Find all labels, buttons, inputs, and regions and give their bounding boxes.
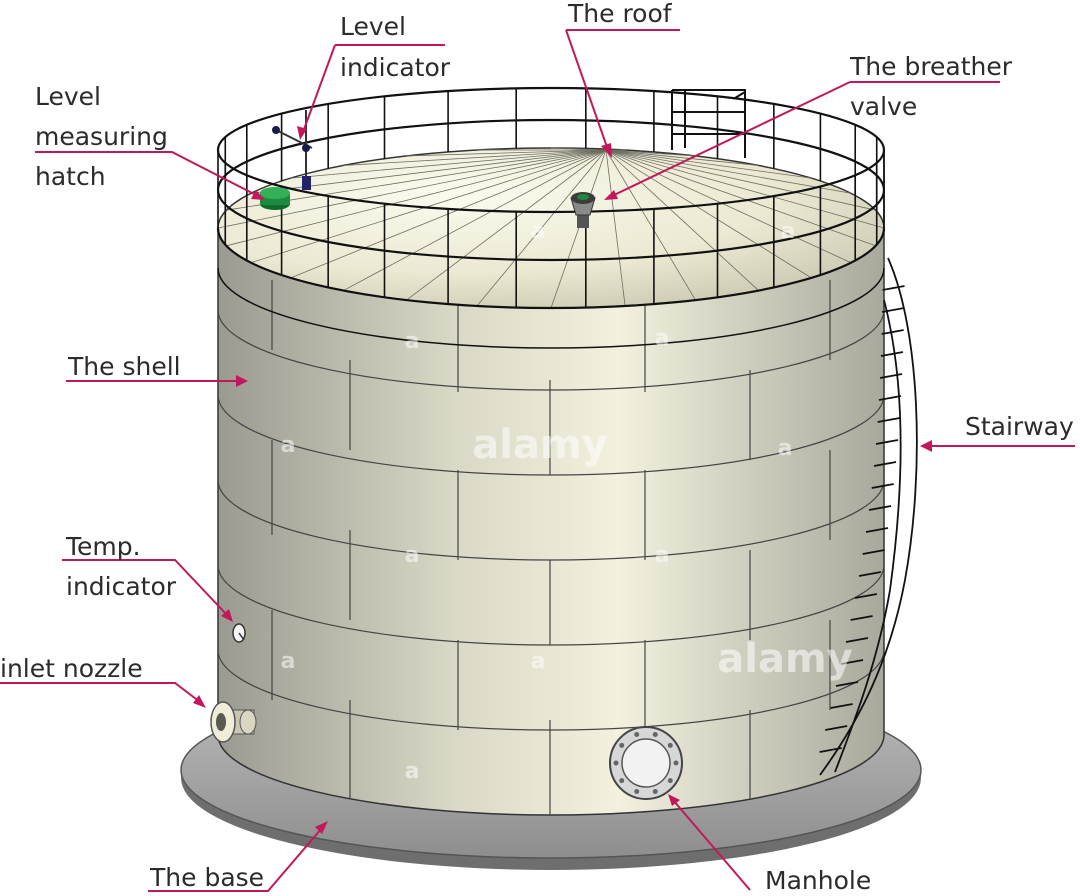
stair-rung	[871, 483, 894, 489]
roof-rafter-line	[250, 149, 607, 264]
label-inlet-nozzle: inlet nozzle	[0, 654, 143, 683]
watermark-brand: alamy	[717, 636, 852, 682]
stair-rung	[830, 703, 853, 709]
label-stairway: Stairway	[965, 412, 1074, 441]
roof-rafter-line	[605, 149, 759, 291]
roof-rafter-line	[605, 149, 876, 211]
stair-rung	[865, 527, 889, 533]
roof-rafter-line	[605, 149, 759, 166]
stair-rung	[878, 395, 902, 401]
roof-rafter-line	[605, 149, 852, 194]
stair-rung	[881, 307, 905, 313]
roof-railing	[216, 86, 886, 349]
inlet-nozzle	[210, 701, 257, 743]
stair-rung	[877, 417, 900, 423]
stair-rung	[850, 615, 873, 621]
roof-rafter-line	[290, 149, 607, 179]
shell-plate-seams	[218, 280, 884, 815]
roof-rafter-line	[476, 149, 607, 307]
stair-rung	[881, 329, 904, 335]
manhole-bolt	[619, 742, 625, 748]
manhole-bolt	[667, 778, 673, 784]
label-hatch-line2: measuring	[35, 122, 168, 151]
roof-rafter-line	[406, 149, 607, 301]
watermark-mark: a	[655, 543, 670, 568]
stair-rung	[825, 725, 848, 731]
stair-rung	[835, 681, 859, 687]
manhole-bolt	[667, 742, 673, 748]
stair-landing	[671, 89, 746, 158]
roof-rafter-line	[550, 147, 607, 151]
label-hatch-line3: hatch	[35, 162, 106, 191]
label-the-shell: The shell	[67, 352, 181, 381]
watermark-mark: a	[778, 436, 793, 461]
roof-rafter-line	[605, 149, 812, 279]
temp-indicator	[232, 623, 246, 643]
roof-rafter-line	[226, 149, 607, 247]
label-the-base: The base	[149, 863, 264, 892]
stair-rung	[819, 747, 842, 753]
manhole-bolt	[634, 789, 640, 795]
leader-lines	[0, 29, 1075, 892]
watermark-mark: a	[281, 649, 296, 674]
roof-rafter-line	[605, 149, 876, 247]
manhole-bolt	[652, 731, 658, 737]
roof-rafter-line	[605, 149, 696, 301]
watermark-mark: a	[281, 433, 296, 458]
roof-rafter-line	[343, 149, 607, 291]
stair-rung	[879, 373, 903, 379]
tank-shell	[217, 227, 885, 816]
roof-rafter-line	[217, 149, 607, 229]
manhole-bolt	[613, 760, 619, 766]
label-breather-valve-line1: The breather	[849, 52, 1013, 81]
watermark-mark: a	[781, 219, 796, 244]
label-level-indicator-line1: Level	[340, 12, 406, 41]
stair-rung	[854, 593, 878, 599]
stair-rung	[875, 439, 899, 445]
stair-rung	[873, 461, 897, 467]
roof-rafter-line	[605, 149, 852, 264]
watermark-mark: a	[655, 326, 670, 351]
label-level-indicator-line2: indicator	[340, 53, 451, 82]
label-the-roof: The roof	[567, 0, 673, 28]
stairway	[819, 257, 918, 776]
manhole-bolt	[652, 789, 658, 795]
watermark-mark: a	[405, 329, 420, 354]
label-temp-line1: Temp.	[65, 532, 141, 561]
stair-rung	[880, 351, 904, 357]
roof-rafter-line	[605, 149, 812, 179]
manhole-bolt	[673, 760, 679, 766]
roof-rafter-line	[605, 149, 626, 307]
watermark-mark: a	[405, 759, 420, 784]
stair-rung	[862, 549, 885, 555]
label-temp-line2: indicator	[66, 572, 177, 601]
level-measuring-hatch	[260, 187, 290, 210]
stair-rung	[868, 505, 892, 511]
roof-rafter-line	[605, 149, 885, 229]
stair-rung	[858, 571, 882, 577]
watermark-mark: a	[531, 649, 546, 674]
manhole	[609, 726, 683, 800]
watermark-mark: a	[405, 543, 420, 568]
watermark-brand: alamy	[472, 422, 607, 468]
label-manhole: Manhole	[765, 866, 871, 895]
manhole-bolt	[634, 731, 640, 737]
roof-rafter-line	[550, 149, 607, 309]
breather-valve	[570, 192, 596, 228]
stair-rung	[882, 285, 905, 291]
roof-rafter-line	[343, 149, 607, 166]
roof-rafter-line	[406, 149, 607, 157]
label-breather-valve-line2: valve	[850, 92, 917, 121]
label-hatch-line1: Level	[35, 82, 101, 111]
watermark-mark: a	[531, 219, 546, 244]
stair-rung	[840, 659, 864, 665]
manhole-bolt	[619, 778, 625, 784]
stair-rung	[845, 637, 869, 643]
watermark: alamy alamy a a a a a a a a a a a	[281, 219, 853, 784]
roof-rafter-line	[605, 149, 696, 157]
